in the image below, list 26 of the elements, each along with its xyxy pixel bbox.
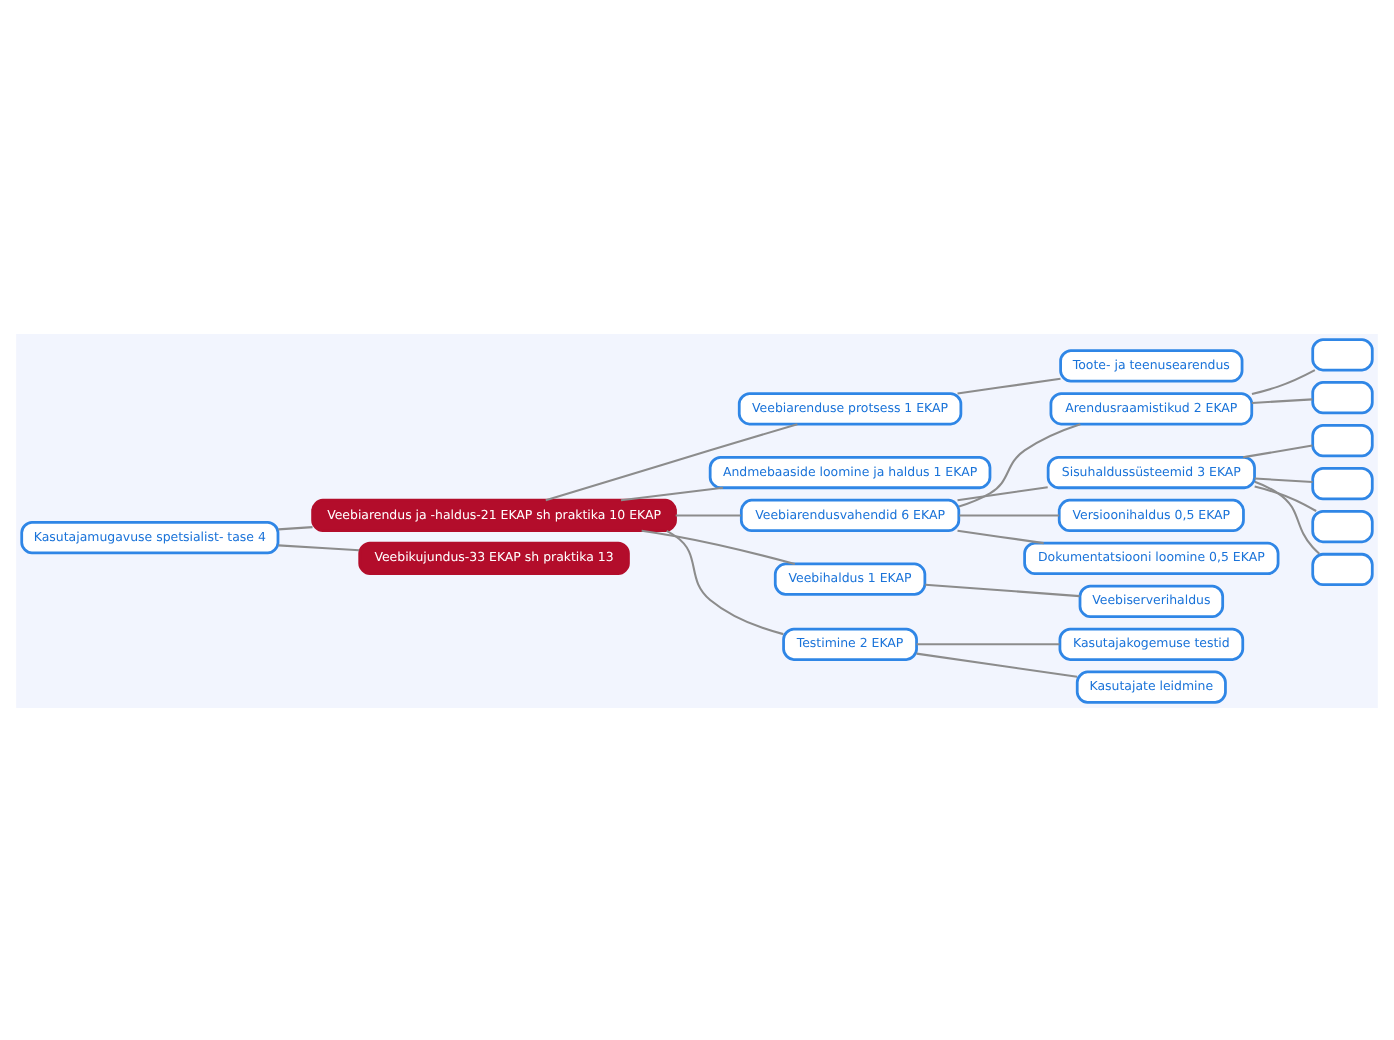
connector: [1251, 368, 1316, 395]
connector: [925, 582, 1080, 597]
node-box: [1311, 380, 1374, 414]
connector: [957, 528, 1044, 544]
node-box: [1311, 465, 1374, 500]
connector: [916, 642, 1060, 645]
connector: [958, 422, 1081, 507]
node-box: [1311, 423, 1374, 457]
connector: [957, 485, 1048, 501]
connector: [278, 525, 313, 530]
connector: [675, 513, 741, 516]
connector: [1254, 479, 1321, 554]
connector: [1242, 443, 1313, 458]
connector: [1251, 397, 1313, 403]
connector: [1254, 484, 1317, 511]
connector: [666, 528, 784, 635]
connector: [641, 528, 796, 564]
node-box: [1311, 551, 1374, 586]
node-box: [1311, 337, 1374, 371]
connector: [959, 513, 1060, 516]
connector: [957, 376, 1061, 394]
connector: [1254, 476, 1313, 482]
node-box: [1311, 508, 1374, 543]
connector: [916, 651, 1078, 677]
connector: [620, 485, 724, 501]
connector: [278, 543, 360, 551]
